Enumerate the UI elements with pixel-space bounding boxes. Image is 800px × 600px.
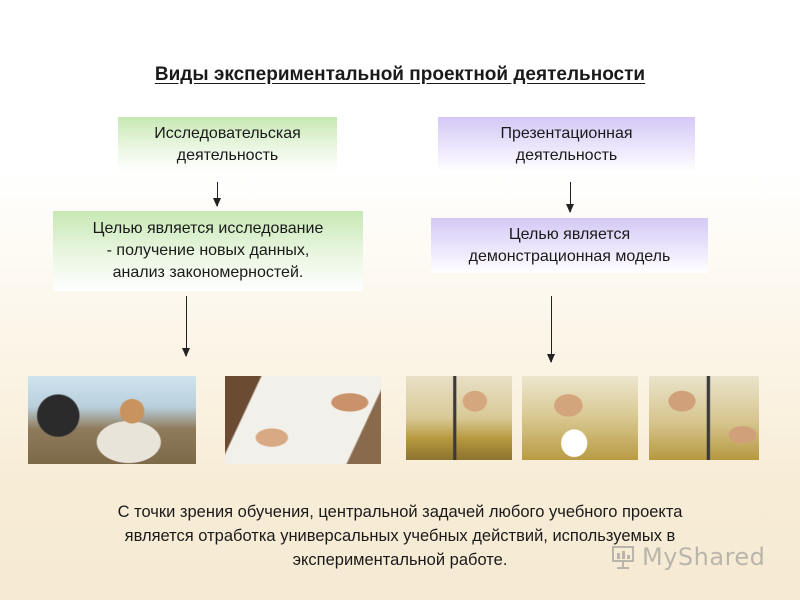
photo-lab-bottle <box>522 376 638 460</box>
box-line: Целью является исследование <box>92 220 324 237</box>
research-goal-box: Целью является исследование - получение … <box>53 211 363 291</box>
summary-line: экспериментальной работе. <box>292 551 508 569</box>
watermark: MyShared <box>610 540 780 574</box>
arrow-down-icon <box>182 296 190 357</box>
box-line: - получение новых данных, <box>106 242 310 259</box>
box-line: деятельность <box>176 146 279 164</box>
box-line: деятельность <box>515 146 618 164</box>
box-line: Презентационная <box>500 124 633 142</box>
arrow-down-icon <box>566 182 574 213</box>
research-activity-box: Исследовательская деятельность <box>118 117 337 172</box>
box-line: анализ закономерностей. <box>112 264 304 281</box>
summary-text: С точки зрения обучения, центральной зад… <box>40 500 760 572</box>
photo-students-experiment <box>28 376 196 464</box>
photo-lab-stand <box>406 376 512 460</box>
arrow-down-icon <box>213 182 221 207</box>
arrow-down-icon <box>547 296 555 363</box>
presentation-activity-box: Презентационная деятельность <box>438 117 695 172</box>
box-line: Исследовательская <box>154 124 301 142</box>
presentation-goal-box: Целью является демонстрационная модель <box>431 218 708 273</box>
slide-title: Виды экспериментальной проектной деятель… <box>154 64 646 85</box>
photo-test-tube-stand <box>649 376 759 460</box>
watermark-text: MyShared <box>642 543 766 571</box>
summary-line: С точки зрения обучения, центральной зад… <box>117 503 683 521</box>
box-line: демонстрационная модель <box>468 247 671 265</box>
summary-line: является отработка универсальных учебных… <box>124 527 676 545</box>
box-line: Целью является <box>508 225 631 243</box>
presentation-board-icon <box>612 546 634 569</box>
photo-handwritten-notes <box>225 376 381 464</box>
